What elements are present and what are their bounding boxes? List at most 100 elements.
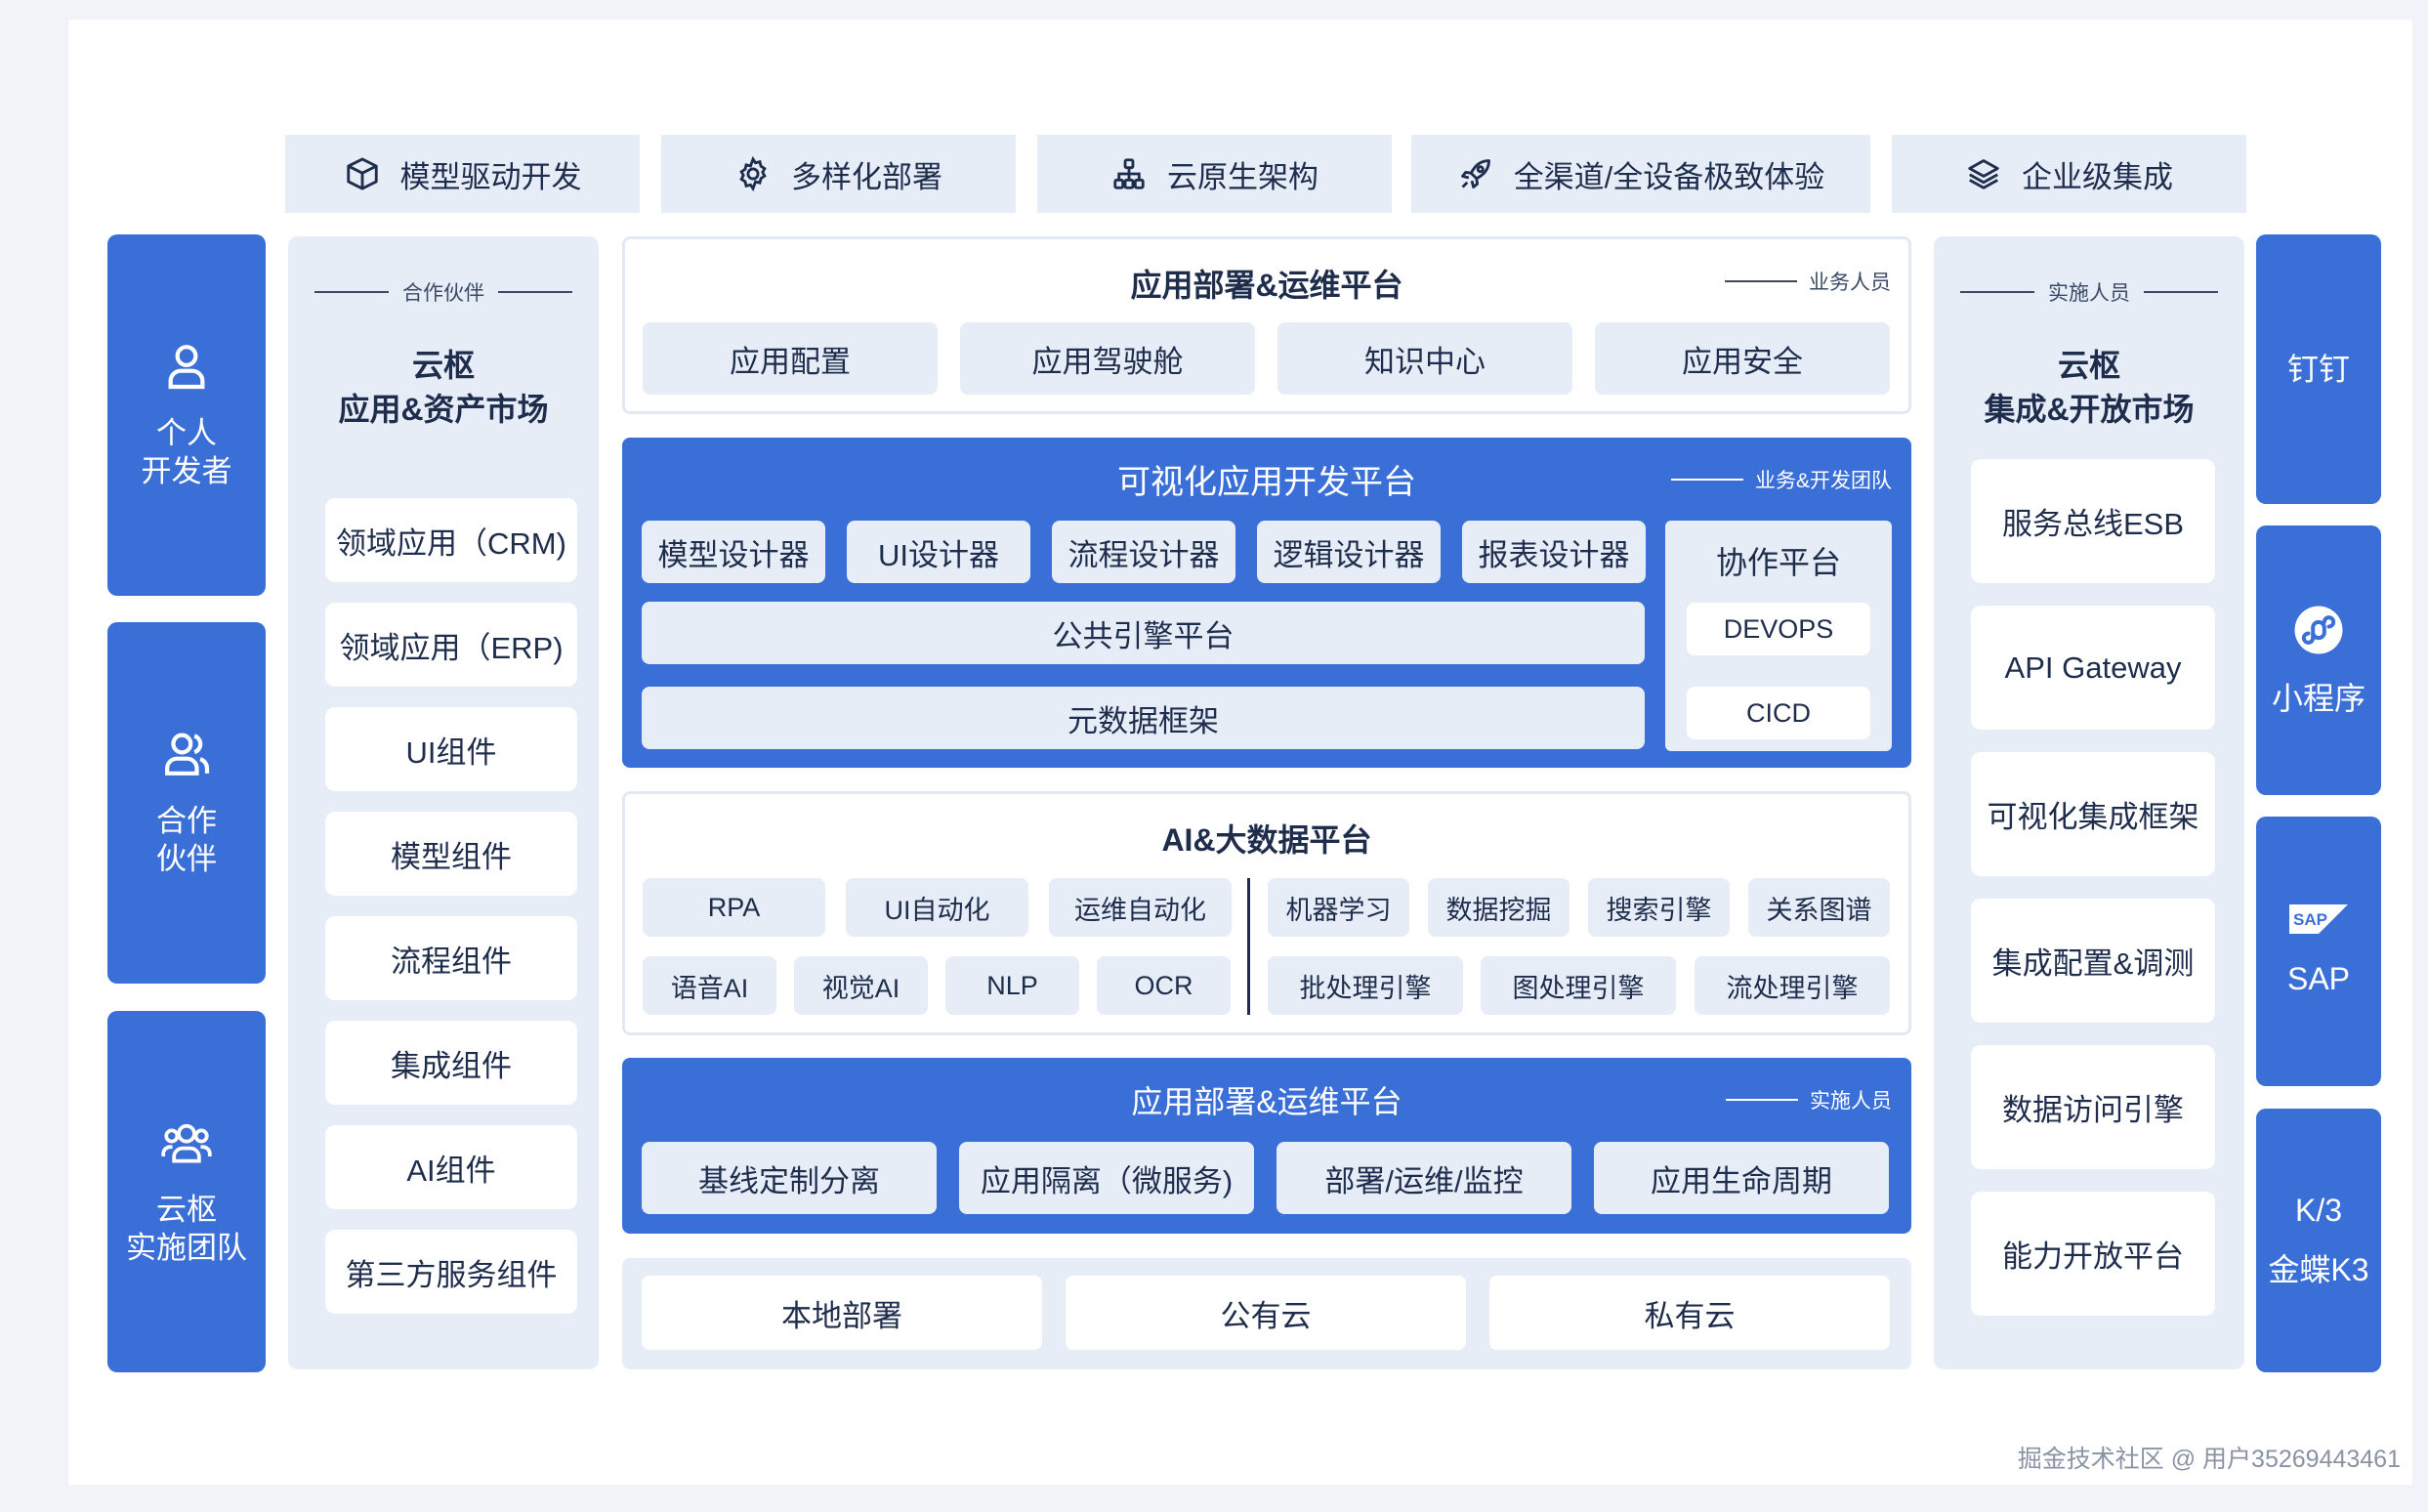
ops-item: 基线定制分离	[642, 1142, 937, 1214]
ai-divider	[1247, 878, 1250, 1015]
app-asset-market: 合作伙伴 云枢应用&资产市场 领域应用（CRM) 领域应用（ERP) UI组件 …	[288, 236, 599, 1369]
tile-individual-developer: 个人 开发者	[107, 234, 266, 596]
tile-yunshu-team: 云枢 实施团队	[107, 1011, 266, 1372]
ops-item: 知识中心	[1277, 322, 1572, 395]
ai-chip: 语音AI	[643, 956, 776, 1015]
panel-title: 应用部署&运维平台	[1131, 1084, 1402, 1119]
miniprogram-icon	[2294, 606, 2343, 654]
tile-line1: 钉钉	[2286, 352, 2350, 387]
ops-item: 应用隔离（微服务)	[959, 1142, 1254, 1214]
feature-label: 多样化部署	[791, 159, 942, 194]
feature-omnichannel: 全渠道/全设备极致体验	[1411, 135, 1870, 213]
panel-tag: 业务&开发团队	[1670, 465, 1892, 494]
tile-line2: 实施团队	[126, 1231, 247, 1265]
market-item: UI组件	[325, 707, 577, 791]
tile-line2: 金蝶K3	[2268, 1252, 2369, 1287]
market-title: 云枢集成&开放市场	[1984, 348, 2195, 427]
market-item: 第三方服务组件	[325, 1230, 577, 1314]
designer-chip: 模型设计器	[642, 521, 825, 583]
tile-line2: 伙伴	[156, 842, 217, 876]
ops-platform-business: 应用部署&运维平台 业务人员 应用配置 应用驾驶舱 知识中心 应用安全	[622, 236, 1911, 414]
ai-chip: RPA	[643, 878, 825, 937]
ai-chip: 视觉AI	[794, 956, 928, 1015]
tile-line1: 个人	[156, 416, 217, 451]
ai-chip: 图处理引擎	[1481, 956, 1676, 1015]
tile-sap: SAP SAP	[2256, 817, 2381, 1086]
ai-chip: 搜索引擎	[1588, 878, 1730, 937]
designer-chip: 流程设计器	[1052, 521, 1235, 583]
ai-chip: 流处理引擎	[1695, 956, 1890, 1015]
integration-open-market: 实施人员 云枢集成&开放市场 服务总线ESB API Gateway 可视化集成…	[1934, 236, 2244, 1369]
ops-item: 应用生命周期	[1594, 1142, 1889, 1214]
gear-icon	[739, 155, 767, 192]
ai-chip: 数据挖掘	[1428, 878, 1570, 937]
market-item: 数据访问引擎	[1971, 1045, 2215, 1169]
team-icon	[161, 1124, 212, 1163]
designer-chip: 报表设计器	[1462, 521, 1646, 583]
panel-title: 可视化应用开发平台	[1117, 464, 1416, 501]
collab-platform: 协作平台 DEVOPS CICD	[1665, 521, 1892, 751]
ops-item: 应用驾驶舱	[960, 322, 1255, 395]
feature-diverse-deploy: 多样化部署	[661, 135, 1016, 213]
market-item: 可视化集成框架	[1971, 752, 2215, 876]
designer-chip: 逻辑设计器	[1257, 521, 1441, 583]
market-item: 服务总线ESB	[1971, 459, 2215, 583]
cube-icon	[346, 157, 378, 190]
ai-chip: 运维自动化	[1049, 878, 1232, 937]
person-icon	[168, 345, 205, 390]
people-icon	[165, 733, 210, 777]
market-item: API Gateway	[1971, 606, 2215, 730]
ai-chip: OCR	[1097, 956, 1231, 1015]
market-item: 集成配置&调测	[1971, 899, 2215, 1023]
collab-title: 协作平台	[1715, 545, 1841, 580]
market-item: 领域应用（ERP)	[325, 603, 577, 687]
layers-icon	[1968, 159, 1999, 189]
tile-line1: 小程序	[2271, 681, 2365, 716]
svg-text:SAP: SAP	[2293, 910, 2327, 929]
tile-partners: 合作 伙伴	[107, 622, 266, 984]
visual-dev-platform: 可视化应用开发平台 业务&开发团队 模型设计器 UI设计器 流程设计器 逻辑设计…	[622, 438, 1911, 768]
tile-miniprogram: 小程序	[2256, 525, 2381, 795]
market-title: 云枢应用&资产市场	[338, 348, 549, 427]
deploy-item: 公有云	[1066, 1276, 1466, 1350]
metadata-chip: 元数据框架	[642, 687, 1645, 749]
designer-chip: UI设计器	[847, 521, 1030, 583]
market-item: AI组件	[325, 1125, 577, 1209]
market-item: 模型组件	[325, 812, 577, 896]
market-item: 集成组件	[325, 1021, 577, 1105]
market-item: 能力开放平台	[1971, 1192, 2215, 1316]
ops-item: 应用配置	[643, 322, 938, 395]
market-tag: 合作伙伴	[288, 277, 599, 307]
tile-line2: 开发者	[141, 454, 232, 488]
feature-label: 企业级集成	[2022, 159, 2173, 194]
ai-chip: UI自动化	[846, 878, 1028, 937]
feature-label: 全渠道/全设备极致体验	[1513, 159, 1825, 194]
deploy-item: 本地部署	[642, 1276, 1042, 1350]
tile-line1: 合作	[156, 804, 217, 839]
collab-item: CICD	[1687, 687, 1870, 739]
feature-enterprise-integration: 企业级集成	[1892, 135, 2246, 213]
feature-label: 云原生架构	[1167, 159, 1319, 194]
ops-platform-implementation: 应用部署&运维平台 实施人员 基线定制分离 应用隔离（微服务) 部署/运维/监控…	[622, 1058, 1911, 1234]
feature-cloud-native: 云原生架构	[1037, 135, 1392, 213]
deployment-options: 本地部署 公有云 私有云	[622, 1258, 1911, 1369]
feature-model-driven: 模型驱动开发	[285, 135, 640, 213]
tile-line1: SAP	[2286, 961, 2351, 996]
panel-title: 应用部署&运维平台	[1130, 268, 1403, 303]
rocket-icon	[1460, 159, 1490, 189]
deploy-item: 私有云	[1489, 1276, 1890, 1350]
feature-label: 模型驱动开发	[399, 159, 582, 194]
ops-item: 部署/运维/监控	[1277, 1142, 1571, 1214]
market-item: 流程组件	[325, 916, 577, 1000]
panel-tag: 实施人员	[1726, 1085, 1892, 1114]
collab-item: DEVOPS	[1687, 603, 1870, 655]
market-tag: 实施人员	[1934, 277, 2244, 307]
ops-item: 应用安全	[1595, 322, 1890, 395]
sap-logo-icon: SAP	[2289, 904, 2348, 934]
tile-line1: K/3	[2294, 1193, 2343, 1229]
ai-chip: 机器学习	[1268, 878, 1409, 937]
engine-chip: 公共引擎平台	[642, 602, 1645, 664]
watermark: 掘金技术社区 @ 用户35269443461	[2017, 1446, 2401, 1473]
market-item: 领域应用（CRM)	[325, 498, 577, 582]
panel-title: AI&大数据平台	[1161, 822, 1372, 858]
